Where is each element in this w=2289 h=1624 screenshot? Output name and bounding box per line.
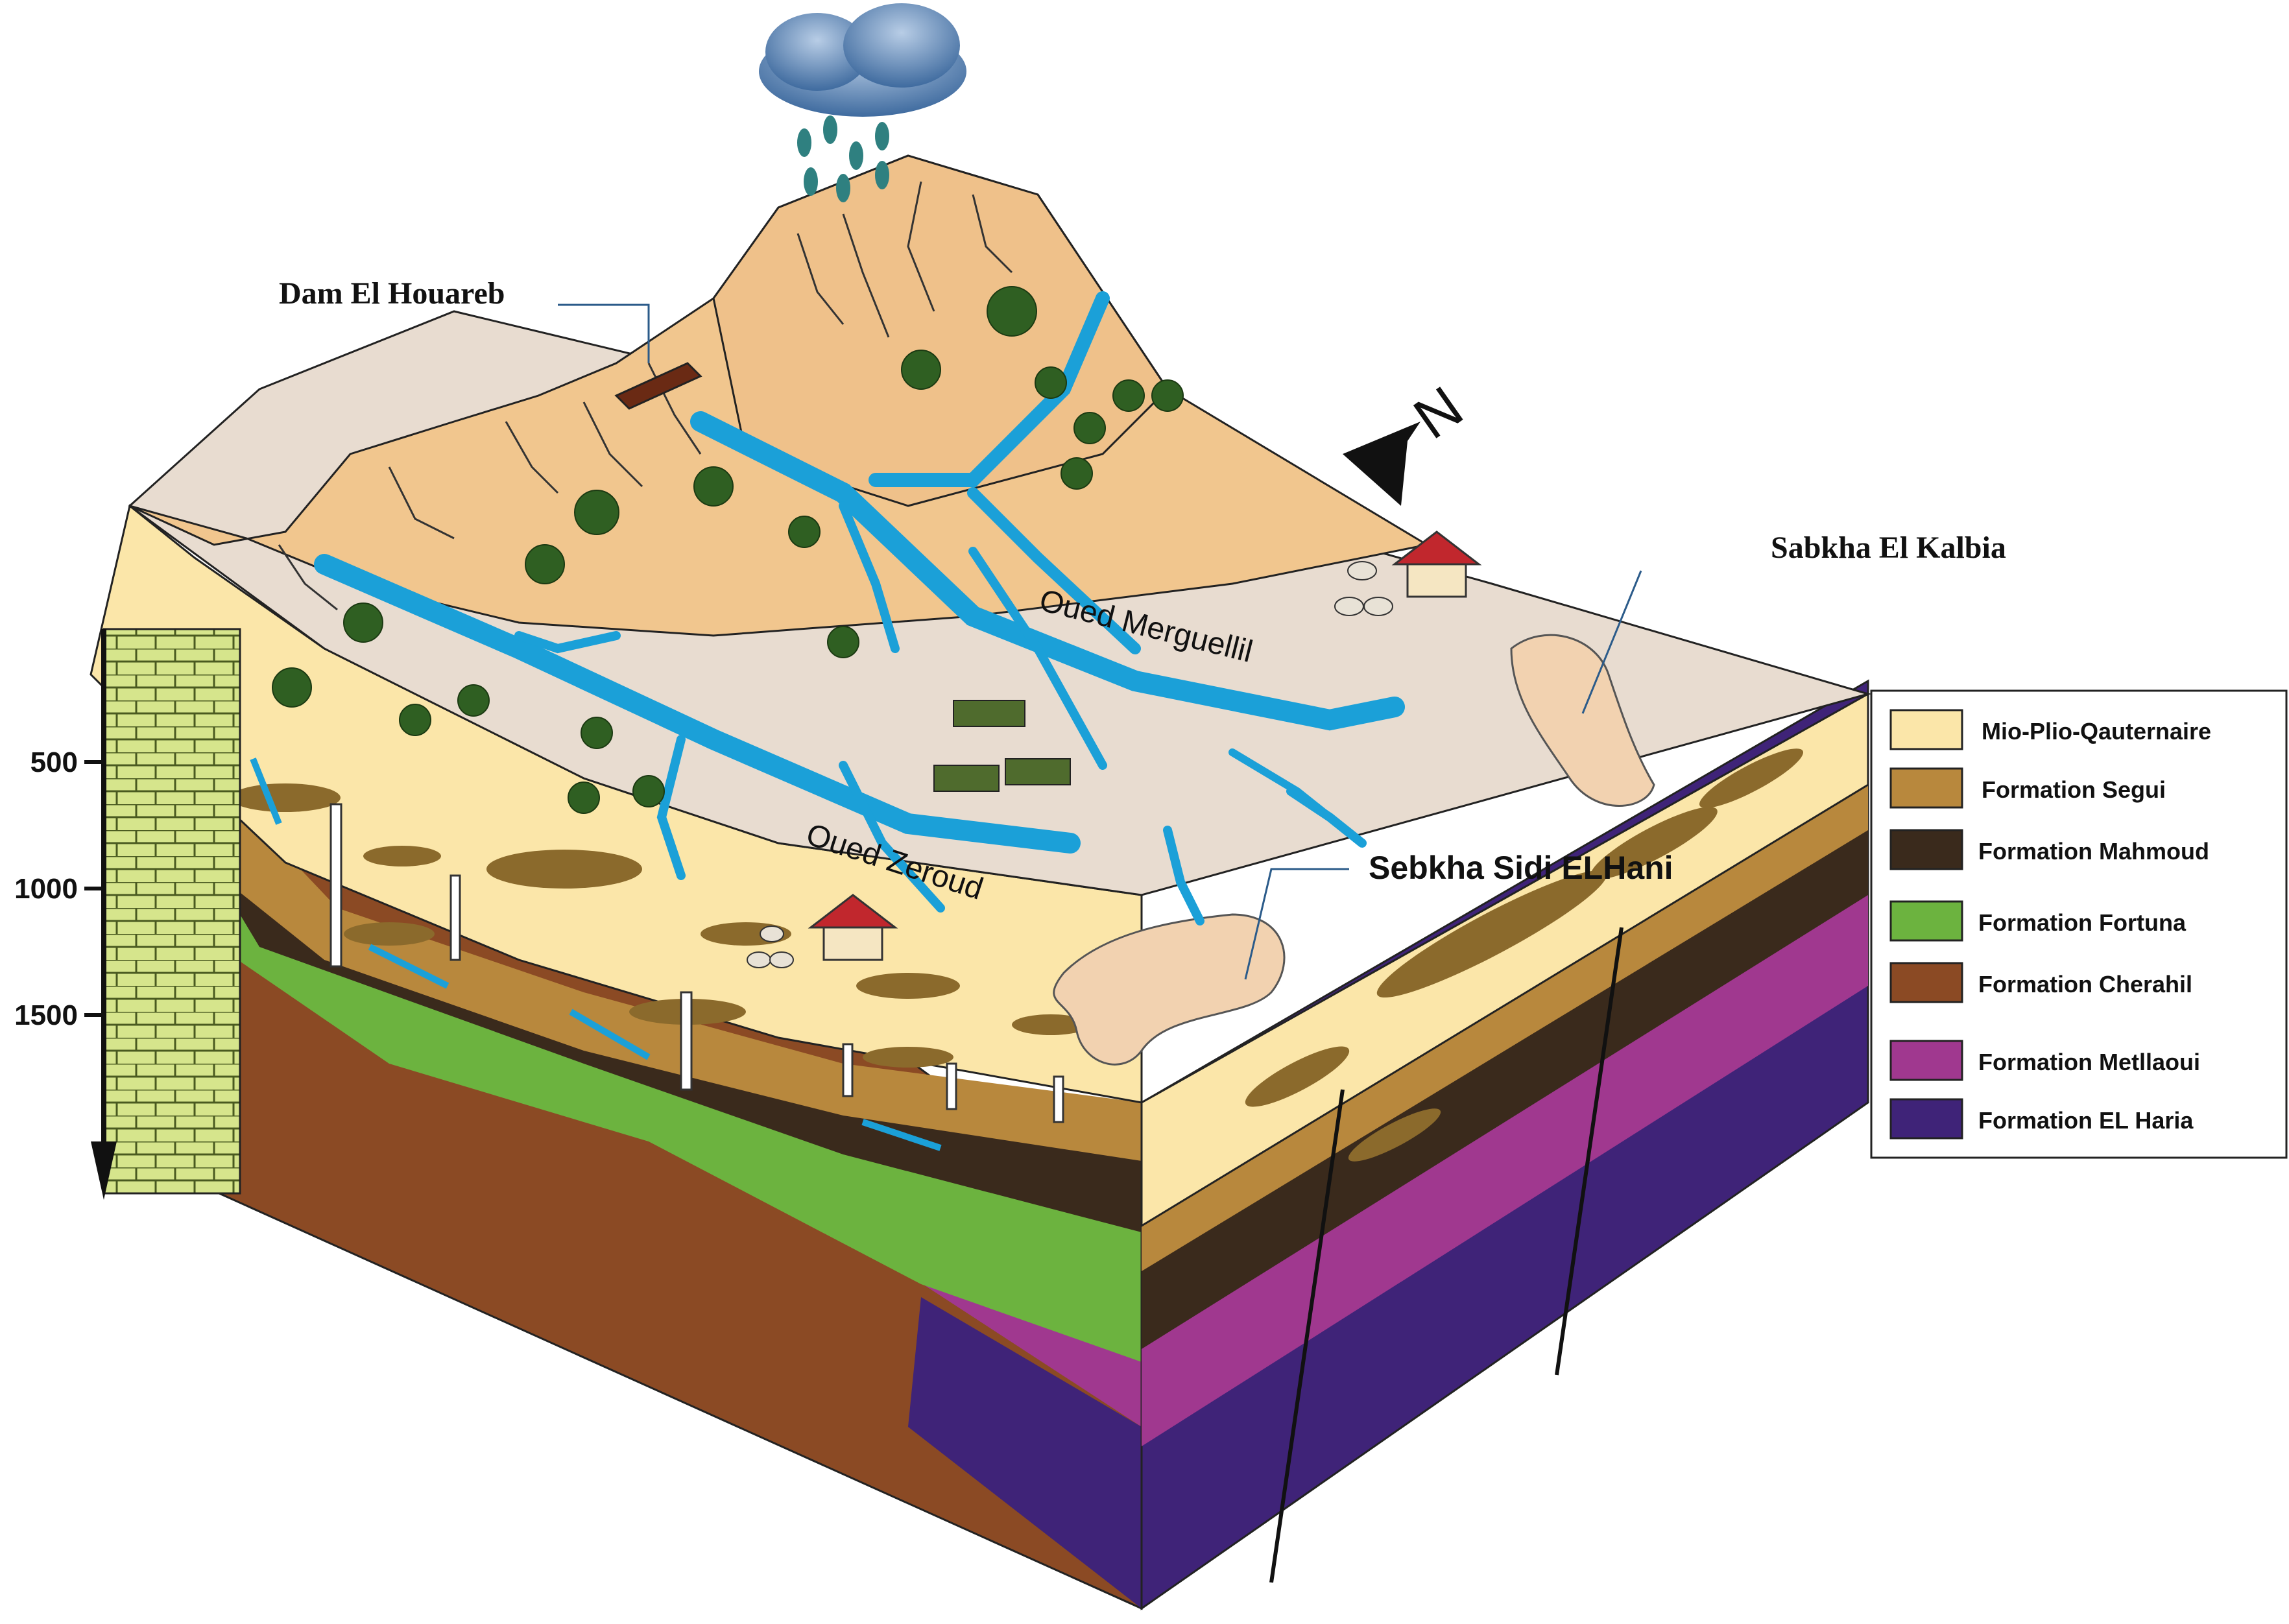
depth-label: 1000 xyxy=(14,873,78,905)
legend-item-label: Mio-Plio-Qauternaire xyxy=(1982,718,2211,745)
legend: Mio-Plio-Qauternaire Formation Segui For… xyxy=(1870,689,2288,1159)
wells xyxy=(330,803,1064,1123)
north-arrow-icon xyxy=(1343,422,1420,506)
limestone-column xyxy=(102,628,241,1195)
dam-icon xyxy=(614,362,702,410)
label-dam-el-houareb: Dam El Houareb xyxy=(279,276,505,311)
legend-item: Formation Fortuna xyxy=(1889,900,2187,942)
north-arrow-label: N xyxy=(1402,374,1474,451)
groundwater-flow-arrows xyxy=(250,758,942,1151)
legend-item: Formation Cherahil xyxy=(1889,962,2192,1003)
legend-item: Formation Mahmoud xyxy=(1889,829,2209,870)
river-network xyxy=(314,291,1405,925)
front-right-face xyxy=(1140,679,1869,1610)
legend-item: Formation EL Haria xyxy=(1889,1098,2194,1140)
house-icon xyxy=(808,894,898,961)
legend-item-label: Formation Metllaoui xyxy=(1978,1049,2200,1075)
crop-fields xyxy=(933,700,1071,792)
depth-arrow-icon xyxy=(91,1141,117,1200)
depth-label: 500 xyxy=(30,746,78,778)
north-arrow: N xyxy=(1343,374,1474,506)
house-icon xyxy=(1391,531,1482,598)
legend-item: Formation Segui xyxy=(1889,767,2166,809)
legend-item-label: Formation Mahmoud xyxy=(1978,838,2209,865)
legend-item-label: Formation EL Haria xyxy=(1978,1107,2194,1134)
depth-label: 1500 xyxy=(14,999,78,1031)
legend-item: Formation Metllaoui xyxy=(1889,1040,2200,1081)
legend-item-label: Formation Fortuna xyxy=(1978,909,2187,936)
rain-cloud-icon xyxy=(759,3,966,202)
label-sabkha-el-kalbia: Sabkha El Kalbia xyxy=(1771,531,2006,565)
label-sebkha-sidi-elhani: Sebkha Sidi ELHani xyxy=(1369,850,1673,886)
sheep-icon xyxy=(747,561,1393,968)
legend-item: Mio-Plio-Qauternaire xyxy=(1889,709,2211,750)
depth-scale: 500 1000 1500 xyxy=(14,629,117,1200)
trees xyxy=(272,286,1184,814)
legend-item-label: Formation Cherahil xyxy=(1978,971,2192,997)
top-surface xyxy=(128,154,1872,1066)
legend-item-label: Formation Segui xyxy=(1982,776,2166,803)
leader-lines xyxy=(558,304,1642,980)
